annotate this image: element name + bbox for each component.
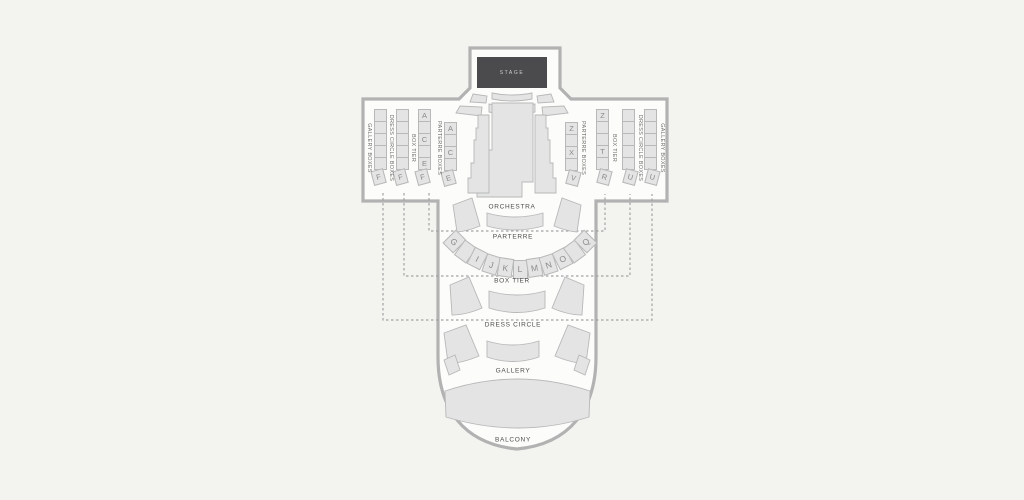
column-label-gallery-boxes-left: GALLERY BOXES <box>366 123 372 173</box>
section-orchestra-left[interactable] <box>467 114 490 194</box>
label-dress-circle: DRESS CIRCLE <box>484 321 542 329</box>
stage-label: STAGE <box>499 69 525 76</box>
label-orchestra: ORCHESTRA <box>488 203 536 211</box>
section-parterre-right[interactable] <box>553 197 582 233</box>
column-label-dress-circle-boxes-left: DRESS CIRCLE BOXES <box>388 114 394 182</box>
label-gallery: GALLERY <box>495 367 531 375</box>
column-label-box-tier-left: BOX TIER <box>410 134 416 162</box>
section-balcony[interactable] <box>444 378 591 429</box>
section-gallery-corner-left[interactable] <box>443 354 461 376</box>
box-cell-wedge[interactable]: F <box>414 168 431 186</box>
section-pit-row-1[interactable] <box>491 92 533 102</box>
column-label-dress-circle-boxes-right: DRESS CIRCLE BOXES <box>637 114 643 182</box>
seat-column-dress-circle-boxes-right: U <box>622 109 639 186</box>
label-balcony: BALCONY <box>495 436 531 444</box>
section-gallery-corner-right[interactable] <box>573 354 591 376</box>
column-label-gallery-boxes-right: GALLERY BOXES <box>659 123 665 173</box>
venue-outline <box>361 46 669 451</box>
seat-column-gallery-boxes-left: F <box>370 109 387 186</box>
section-orchestra-right[interactable] <box>534 114 557 194</box>
section-pit-right-1[interactable] <box>536 93 555 104</box>
section-dress-circle-right[interactable] <box>551 276 585 316</box>
section-dress-circle-center[interactable] <box>488 290 546 313</box>
box-cell[interactable]: C <box>418 133 431 146</box>
stage: STAGE <box>477 57 547 88</box>
box-cell[interactable]: A <box>444 122 457 135</box>
dashed-connector-gallery <box>382 193 653 321</box>
label-parterre: PARTERRE <box>492 233 534 241</box>
box-cell[interactable]: Z <box>596 109 609 122</box>
box-cell-wedge[interactable]: F <box>392 168 409 186</box>
label-box-tier: BOX TIER <box>494 277 530 285</box>
box-cell-wedge[interactable]: F <box>370 168 387 186</box>
section-gallery-center[interactable] <box>486 340 540 362</box>
box-cell[interactable]: T <box>596 145 609 158</box>
section-pit-left-1[interactable] <box>469 93 488 104</box>
column-label-box-tier-right: BOX TIER <box>611 134 617 162</box>
seat-column-gallery-boxes-right: U <box>644 109 661 186</box>
box-cell-wedge[interactable]: E <box>440 169 457 187</box>
column-label-parterre-boxes-right: PARTERRE BOXES <box>580 120 586 176</box>
column-label-parterre-boxes-left: PARTERRE BOXES <box>436 120 442 176</box>
section-parterre-center[interactable] <box>486 212 544 231</box>
dashed-connector-box-tier <box>428 193 606 232</box>
seat-column-dress-circle-boxes-left: F <box>392 109 409 186</box>
section-dress-circle-left[interactable] <box>449 276 483 316</box>
